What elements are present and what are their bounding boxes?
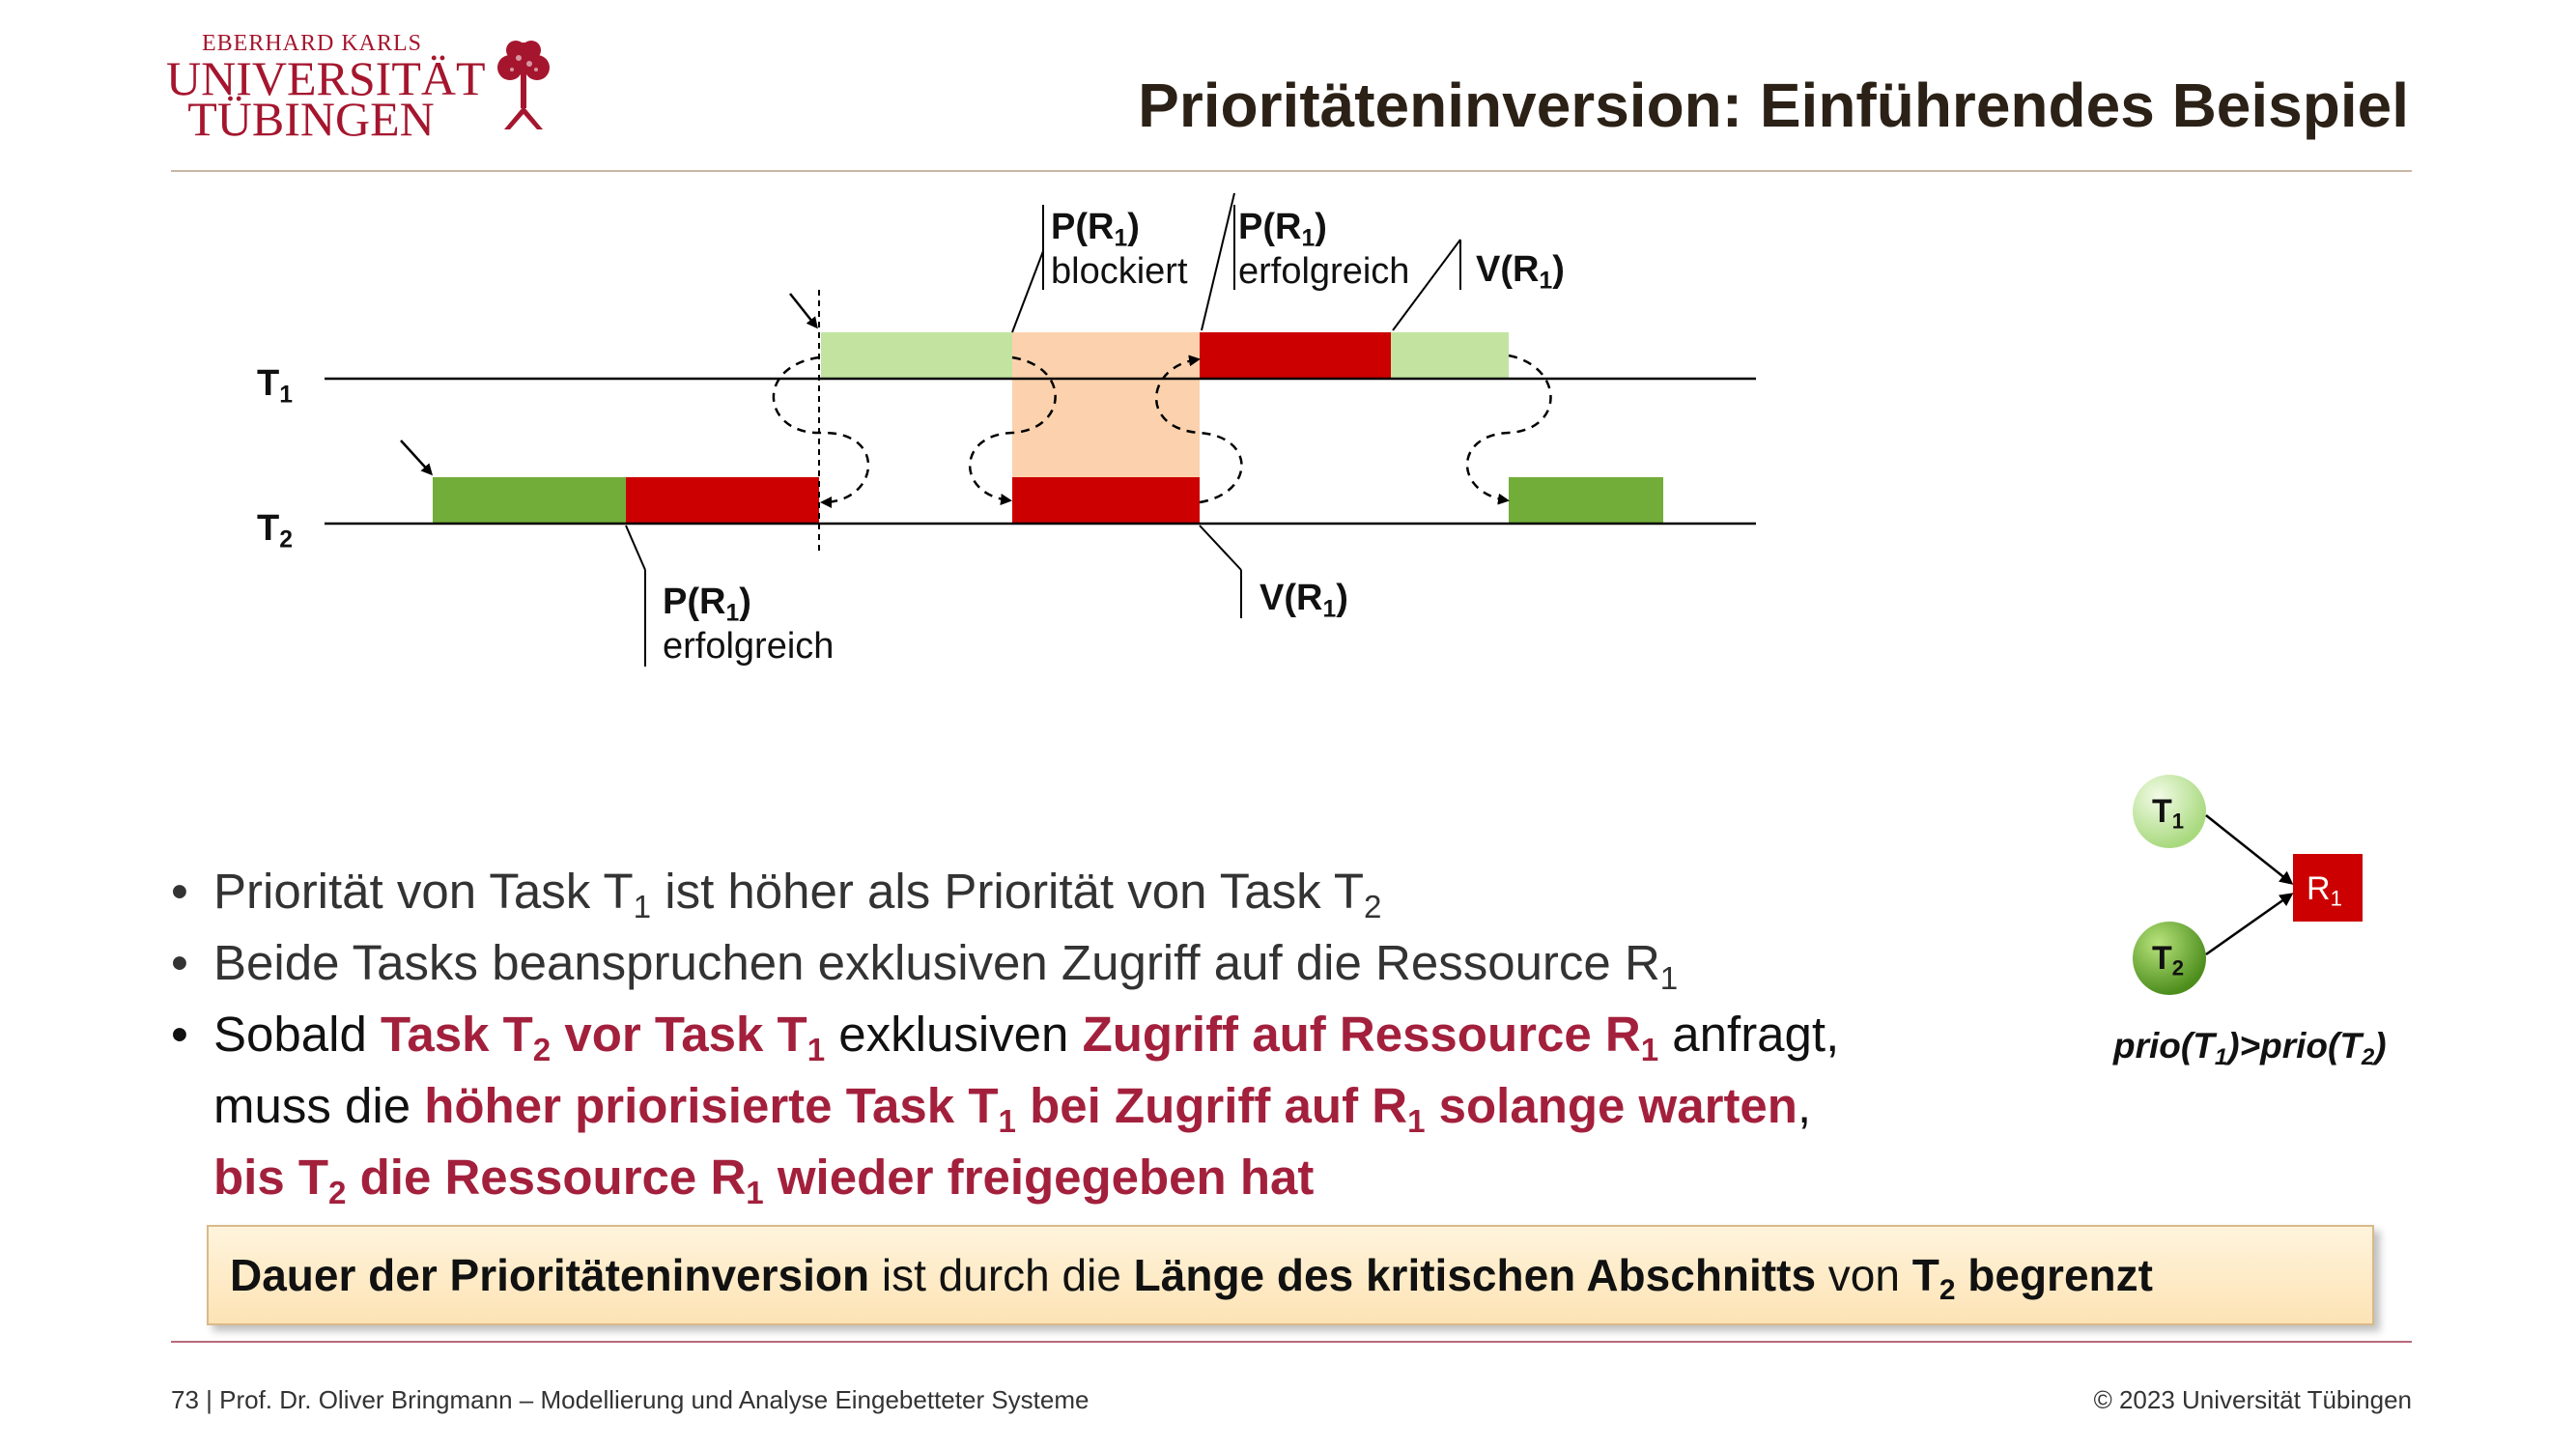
logo-line-1: EBERHARD KARLS (201, 31, 423, 56)
switch-arrow-3 (1154, 355, 1243, 504)
resource-graph (2133, 775, 2363, 995)
inversion-region (1012, 332, 1200, 477)
t2-node-label: T2 (2152, 940, 2185, 980)
label-p-erfolgreich-t2: P(R1) erfolgreich (663, 582, 835, 667)
t2-bar-critical-2 (1012, 477, 1200, 524)
label-p-blockiert: P(R1) blockiert (1051, 207, 1188, 292)
t1-node (2133, 775, 2206, 848)
t2-bar-running-2 (1509, 477, 1663, 524)
t1-node-label: T1 (2152, 793, 2185, 834)
bullet-3-line-3: bis T2 die Ressource R1 wieder freigegeb… (213, 1150, 1315, 1211)
t1-release-arrow (789, 293, 818, 329)
logo-line-2: UNIVERSITÄT (166, 51, 486, 105)
title-divider (171, 170, 2412, 172)
r1-node-label: R1 (2307, 870, 2342, 911)
logo-line-3: TÜBINGEN (187, 92, 435, 146)
label-v-t1: V(R1) (1476, 249, 1565, 295)
page-title: Prioritäteninversion: Einführendes Beisp… (1138, 71, 2409, 140)
footer-left: 73 | Prof. Dr. Oliver Bringmann – Modell… (171, 1385, 1090, 1414)
label-v-t2: V(R1) (1260, 578, 1348, 623)
t2-bar-running-1 (433, 477, 626, 524)
t2-release-arrow (400, 440, 434, 476)
t1-bar-ready-1 (821, 332, 1012, 379)
bullet-1: •Priorität von Task T1 ist höher als Pri… (171, 864, 1382, 925)
t1-bar-critical (1200, 332, 1391, 379)
row-label-t1: T1 (257, 363, 293, 409)
bullet-3: •Sobald Task T2 vor Task T1 exklusiven Z… (171, 1007, 1840, 1068)
summary-box: Dauer der Prioritäteninversion ist durch… (207, 1225, 2374, 1325)
switch-arrow-4 (1465, 354, 1552, 505)
label-p-erfolgreich-t1: P(R1) erfolgreich (1238, 207, 1410, 292)
timing-diagram (325, 192, 1756, 667)
priority-relation: prio(T1)>prio(T2) (2113, 1026, 2387, 1071)
tree-logo-icon (497, 41, 550, 129)
footer-right: © 2023 Universität Tübingen (2093, 1385, 2412, 1414)
switch-arrow-1 (772, 355, 870, 508)
footer-divider (171, 1341, 2412, 1343)
bullet-3-line-2: muss die höher priorisierte Task T1 bei … (213, 1078, 1812, 1140)
bullet-2: •Beide Tasks beanspruchen exklusiven Zug… (171, 935, 1679, 997)
switch-arrow-2 (968, 355, 1057, 505)
t1-bar-ready-2 (1391, 332, 1509, 379)
t2-node (2133, 922, 2206, 995)
row-label-t2: T2 (257, 508, 293, 554)
t2-bar-critical-1 (626, 477, 819, 524)
r1-node (2293, 854, 2363, 922)
